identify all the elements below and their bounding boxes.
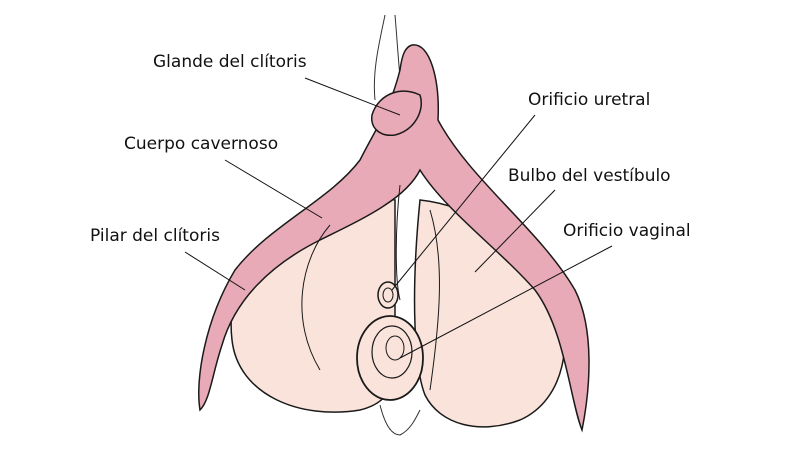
label-vaginal-orifice: Orificio vaginal [563,221,691,241]
outline-bottom [379,404,421,436]
label-glans: Glande del clítoris [153,52,307,72]
leader-glans [304,77,401,116]
leader-urethral [391,114,536,291]
label-vestibular-bulb: Bulbo del vestíbulo [508,166,671,186]
urethral-orifice-inner [382,287,394,303]
label-crus: Pilar del clítoris [90,226,220,246]
vaginal-orifice-core [385,335,405,361]
leader-lines [184,77,613,359]
leader-bulb [474,189,556,273]
label-urethral-orifice: Orificio uretral [528,90,651,110]
label-cavernous-body: Cuerpo cavernoso [124,134,279,154]
leader-crus [184,251,246,291]
leader-vaginal [399,245,613,359]
leader-body [224,159,323,219]
